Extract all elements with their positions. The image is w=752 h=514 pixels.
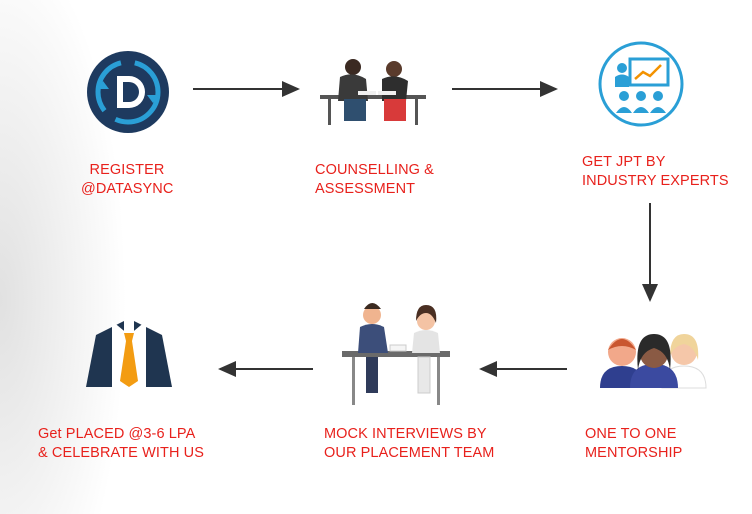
step-label-mock-interviews: MOCK INTERVIEWS BY OUR PLACEMENT TEAM (324, 426, 495, 461)
mentors-group-icon (600, 334, 707, 389)
placed-professional-icon (86, 321, 172, 387)
step-label-mentorship: ONE TO ONE MENTORSHIP (585, 426, 683, 461)
presentation-training-icon (598, 41, 684, 127)
step-label-register: REGISTER @DATASYNC (81, 162, 174, 197)
students-studying-icon (320, 59, 426, 125)
step-label-placed: Get PLACED @3-6 LPA & CELEBRATE WITH US (38, 426, 204, 461)
interview-meeting-icon (342, 303, 450, 405)
datasync-logo-icon (87, 51, 169, 133)
step-label-counselling: COUNSELLING & ASSESSMENT (315, 162, 434, 197)
step-label-jpt: GET JPT BY INDUSTRY EXPERTS (582, 154, 729, 189)
